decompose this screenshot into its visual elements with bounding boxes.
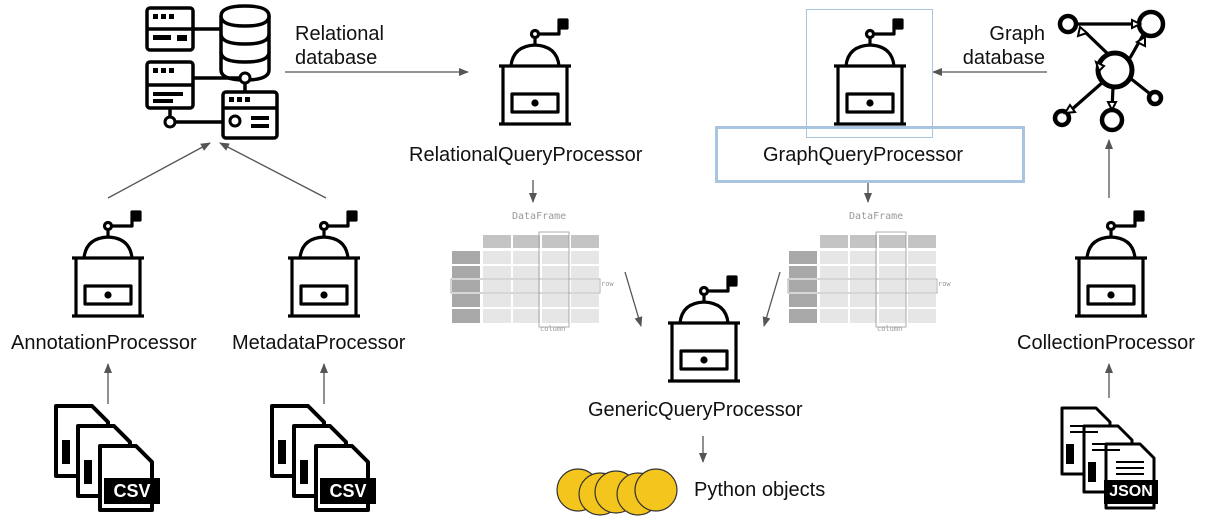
graph-database-label: Graph database [957, 22, 1045, 70]
graph-database-label-line1: Graph [989, 23, 1045, 45]
right-dataframe-title: DataFrame [849, 211, 904, 222]
right-dataframe-grid [787, 231, 938, 328]
annotation-csv-badge: CSV [104, 478, 160, 504]
relational-query-processor-icon [499, 18, 571, 126]
annotation-processor-icon [72, 210, 144, 318]
left-dataframe-grid [450, 231, 601, 328]
graph-database-icon [1052, 9, 1166, 133]
right-dataframe-column-label: column [877, 325, 903, 333]
relational-query-processor-label: RelationalQueryProcessor [409, 144, 643, 166]
metadata-csv-files: CSV [268, 402, 378, 514]
left-dataframe: DataFrame row column [450, 208, 620, 334]
metadata-processor-label: MetadataProcessor [232, 332, 406, 354]
graph-query-processor-icon [834, 18, 906, 126]
graph-processor-icon-frame [806, 9, 933, 138]
collection-json-files: JSON [1058, 404, 1168, 514]
right-dataframe-row-label: row [938, 280, 951, 288]
collection-processor-icon [1075, 210, 1147, 318]
arrow-right-dataframe-to-generic [762, 271, 781, 327]
graph-query-processor-label: GraphQueryProcessor [763, 144, 964, 166]
relational-database-icon [145, 4, 279, 140]
relational-database-label-line1: Relational [295, 23, 384, 45]
metadata-processor-icon [288, 210, 360, 318]
left-dataframe-column-label: column [540, 325, 566, 333]
graph-processor-label-frame [715, 126, 1025, 183]
generic-query-processor-icon [668, 275, 740, 383]
collection-processor-label: CollectionProcessor [1017, 332, 1195, 354]
arrow-metadata-to-relational-db [219, 142, 327, 199]
left-dataframe-row-label: row [601, 280, 614, 288]
graph-database-label-line2: database [962, 47, 1045, 69]
arrow-annotation-to-relational-db [107, 142, 211, 199]
relational-database-label-line2: database [295, 47, 378, 69]
relational-database-label: Relational database [295, 22, 384, 70]
metadata-csv-badge: CSV [320, 478, 376, 504]
left-dataframe-title: DataFrame [512, 211, 567, 222]
arrow-left-dataframe-to-generic [624, 271, 643, 327]
generic-query-processor-label: GenericQueryProcessor [588, 399, 803, 421]
annotation-processor-label: AnnotationProcessor [11, 332, 197, 354]
python-objects-icon [556, 468, 678, 516]
right-dataframe: DataFrame row column [787, 208, 957, 334]
collection-json-badge: JSON [1104, 480, 1158, 504]
annotation-csv-files: CSV [52, 402, 162, 514]
python-objects-label: Python objects [694, 479, 826, 501]
